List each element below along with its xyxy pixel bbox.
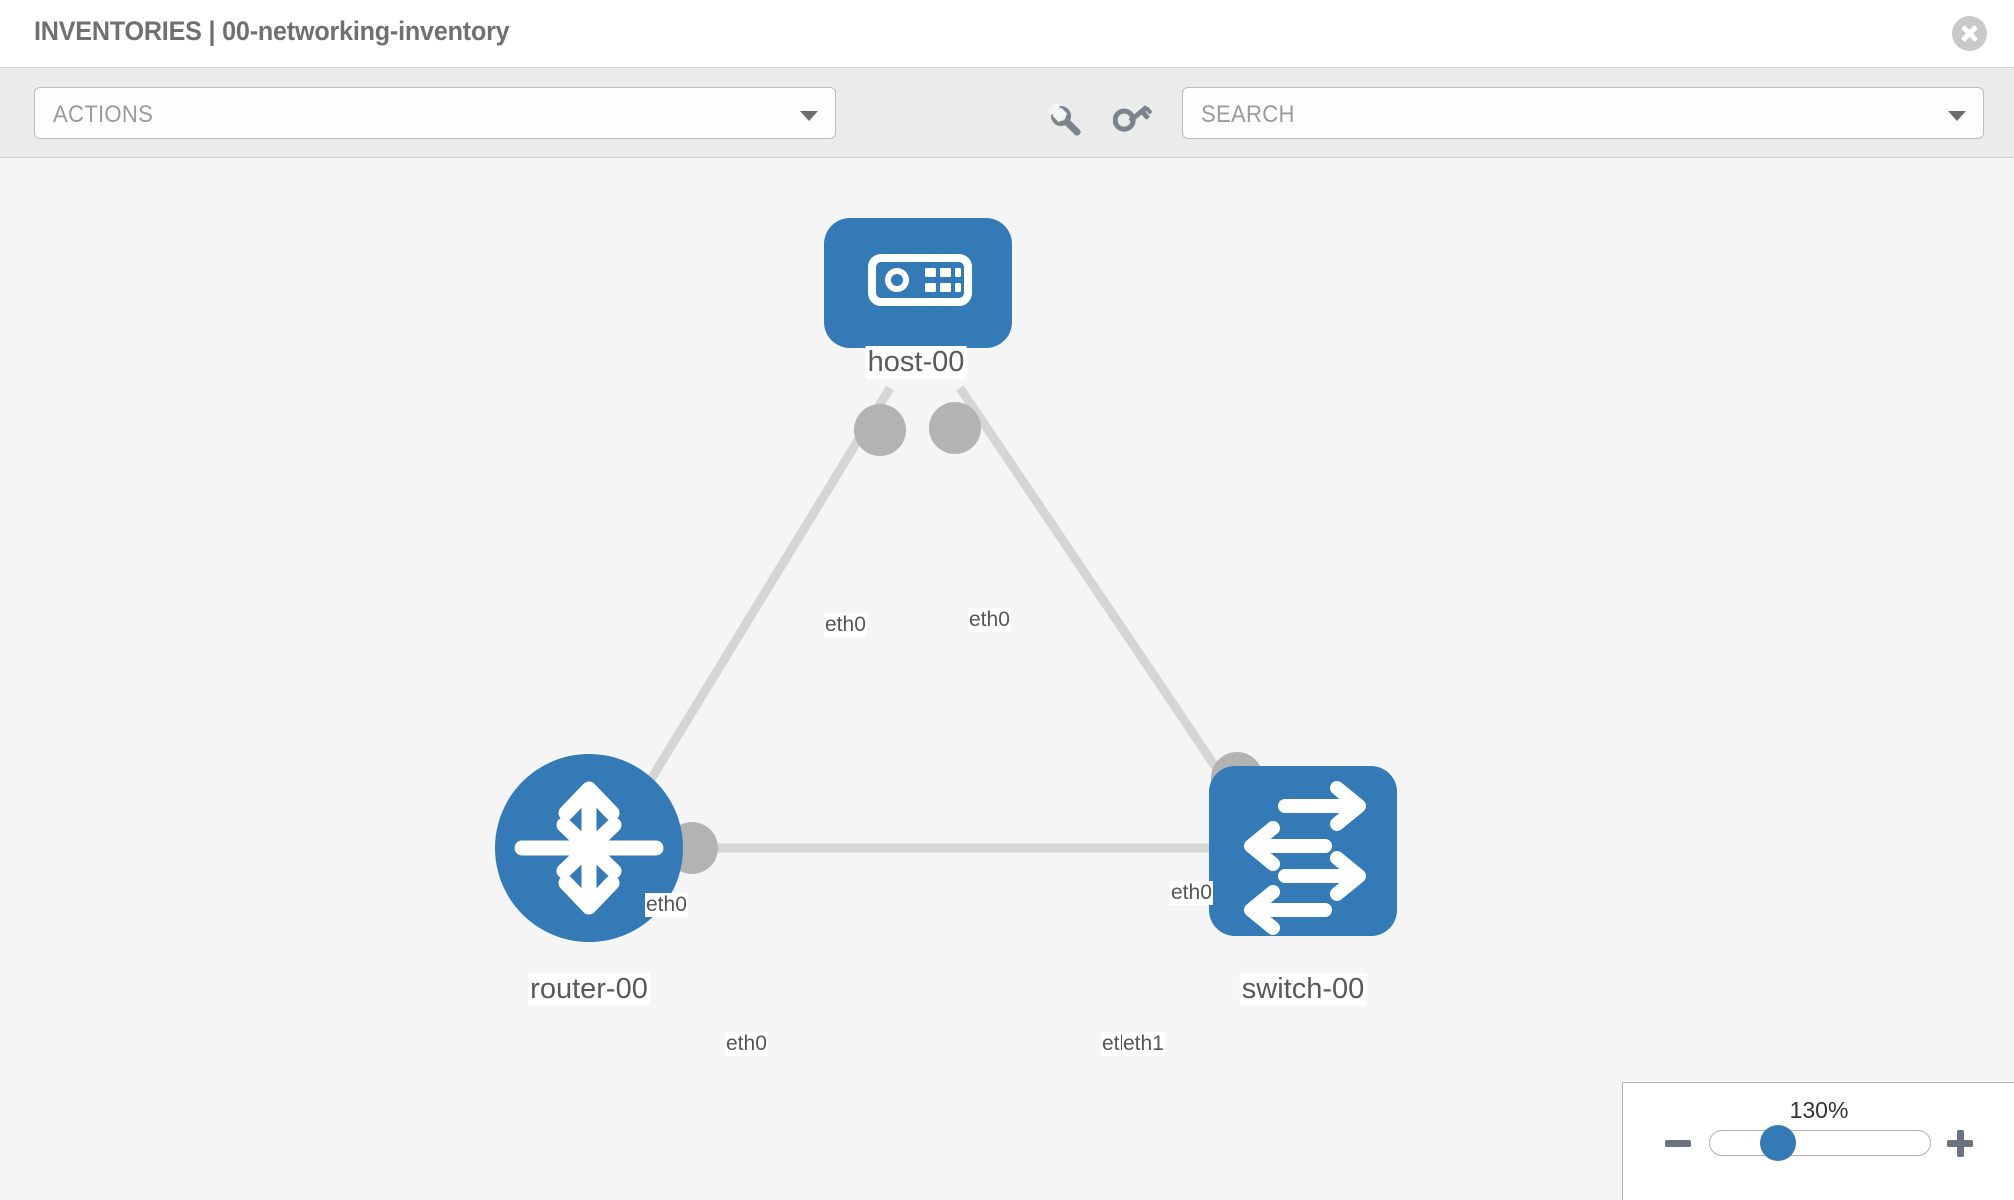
interface-host-right — [929, 402, 981, 454]
wrench-icon[interactable] — [1045, 100, 1087, 142]
page-header: INVENTORIES | 00-networking-inventory — [0, 0, 2014, 68]
zoom-slider-thumb[interactable] — [1760, 1125, 1796, 1161]
page-title: INVENTORIES | 00-networking-inventory — [34, 16, 510, 46]
toolbar: ACTIONS SEARCH — [0, 68, 2014, 158]
actions-dropdown[interactable]: ACTIONS — [34, 87, 836, 139]
link-router-host — [616, 385, 894, 833]
zoom-level-label: 130% — [1789, 1097, 1849, 1123]
zoom-control-panel: 130% — [1622, 1082, 2014, 1200]
node-label-host-00[interactable]: host-00 — [865, 346, 967, 379]
node-router-00 — [495, 754, 683, 942]
topology-links — [616, 385, 1254, 853]
edge-label-router-uplink: eth0 — [645, 893, 688, 917]
zoom-out-button[interactable] — [1663, 1128, 1693, 1158]
zoom-slider-track[interactable] — [1709, 1130, 1931, 1156]
topology-graph[interactable] — [0, 158, 2014, 1200]
search-placeholder: SEARCH — [1201, 101, 1295, 128]
link-host-switch — [956, 385, 1254, 821]
edge-label-switch-eth1: eth1 — [1122, 1032, 1165, 1056]
key-icon[interactable] — [1112, 100, 1155, 142]
interface-host-left — [854, 404, 906, 456]
zoom-in-button[interactable] — [1945, 1128, 1975, 1158]
node-host-00 — [824, 218, 1012, 348]
search-input[interactable]: SEARCH — [1182, 87, 1984, 139]
node-label-switch-00[interactable]: switch-00 — [1239, 973, 1367, 1006]
node-switch-00 — [1209, 766, 1397, 936]
topology-interfaces — [666, 402, 1263, 874]
chevron-down-icon[interactable] — [1948, 111, 1966, 121]
close-icon[interactable] — [1952, 16, 1987, 51]
actions-dropdown-label: ACTIONS — [53, 101, 154, 128]
edge-label-host-left: eth0 — [824, 613, 867, 637]
edge-label-host-right: eth0 — [968, 608, 1011, 632]
edge-label-router-eth0: eth0 — [725, 1032, 768, 1056]
edge-label-switch-uplink: eth0 — [1170, 881, 1213, 905]
topology-canvas[interactable]: host-00 router-00 switch-00 eth0 eth0 et… — [0, 158, 2014, 1200]
chevron-down-icon[interactable] — [800, 111, 818, 121]
node-label-router-00[interactable]: router-00 — [528, 973, 650, 1006]
